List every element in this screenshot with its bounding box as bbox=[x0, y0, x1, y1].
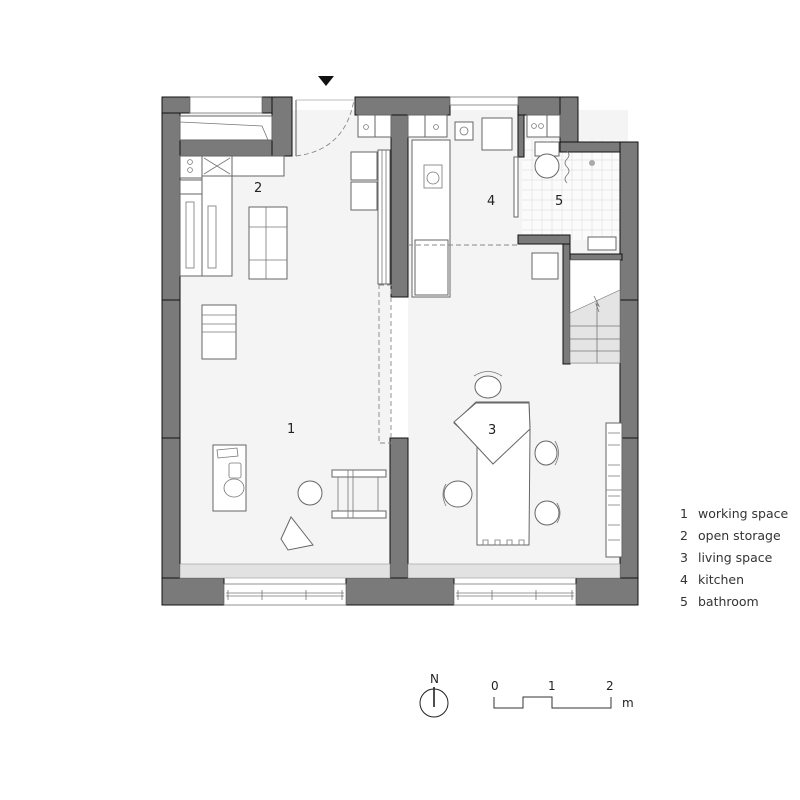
bathroom-tiles bbox=[522, 140, 620, 240]
north-label: N bbox=[430, 672, 439, 686]
legend-item: 3 living space bbox=[680, 547, 788, 569]
room-label-5: 5 bbox=[555, 194, 563, 209]
legend-label: bathroom bbox=[697, 594, 759, 609]
legend-item: 1 working space bbox=[680, 503, 788, 525]
scale-tick-2: 2 bbox=[606, 679, 614, 693]
legend-label: kitchen bbox=[697, 572, 745, 587]
open-storage-furniture bbox=[179, 115, 391, 285]
legend-number: 2 bbox=[680, 528, 688, 543]
entrance-arrow-icon bbox=[318, 76, 334, 86]
legend-item: 5 bathroom bbox=[680, 591, 788, 613]
room-label-4: 4 bbox=[487, 194, 495, 209]
kitchen-furniture bbox=[357, 114, 559, 298]
legend-number: 5 bbox=[680, 594, 688, 609]
legend-item: 4 kitchen bbox=[680, 569, 788, 591]
room-label-1: 1 bbox=[287, 422, 295, 437]
staircase bbox=[569, 259, 621, 364]
windows bbox=[189, 96, 577, 606]
scale-unit: m bbox=[622, 696, 634, 710]
legend-number: 1 bbox=[680, 506, 688, 521]
legend-label: working space bbox=[697, 506, 789, 521]
sliding-partition bbox=[378, 284, 392, 444]
bathroom-fixtures bbox=[526, 114, 617, 251]
legend-number: 3 bbox=[680, 550, 688, 565]
walls bbox=[161, 96, 639, 606]
living-space-furniture bbox=[442, 371, 623, 558]
sill-east bbox=[407, 563, 621, 579]
room-label-2: 2 bbox=[254, 181, 262, 196]
scale-tick-0: 0 bbox=[491, 679, 499, 693]
sill-west bbox=[179, 563, 391, 579]
entry-door bbox=[295, 99, 355, 157]
room-legend: 1 working space 2 open storage 3 living … bbox=[680, 503, 788, 613]
legend-item: 2 open storage bbox=[680, 525, 788, 547]
north-arrow-icon: N bbox=[419, 672, 449, 718]
room-label-3: 3 bbox=[488, 423, 496, 438]
legend-label: living space bbox=[697, 550, 773, 565]
scale-bar: 0 1 2 m bbox=[491, 679, 634, 710]
legend-label: open storage bbox=[697, 528, 781, 543]
legend-number: 4 bbox=[680, 572, 688, 587]
scale-tick-1: 1 bbox=[548, 679, 556, 693]
working-space-furniture bbox=[201, 304, 387, 551]
